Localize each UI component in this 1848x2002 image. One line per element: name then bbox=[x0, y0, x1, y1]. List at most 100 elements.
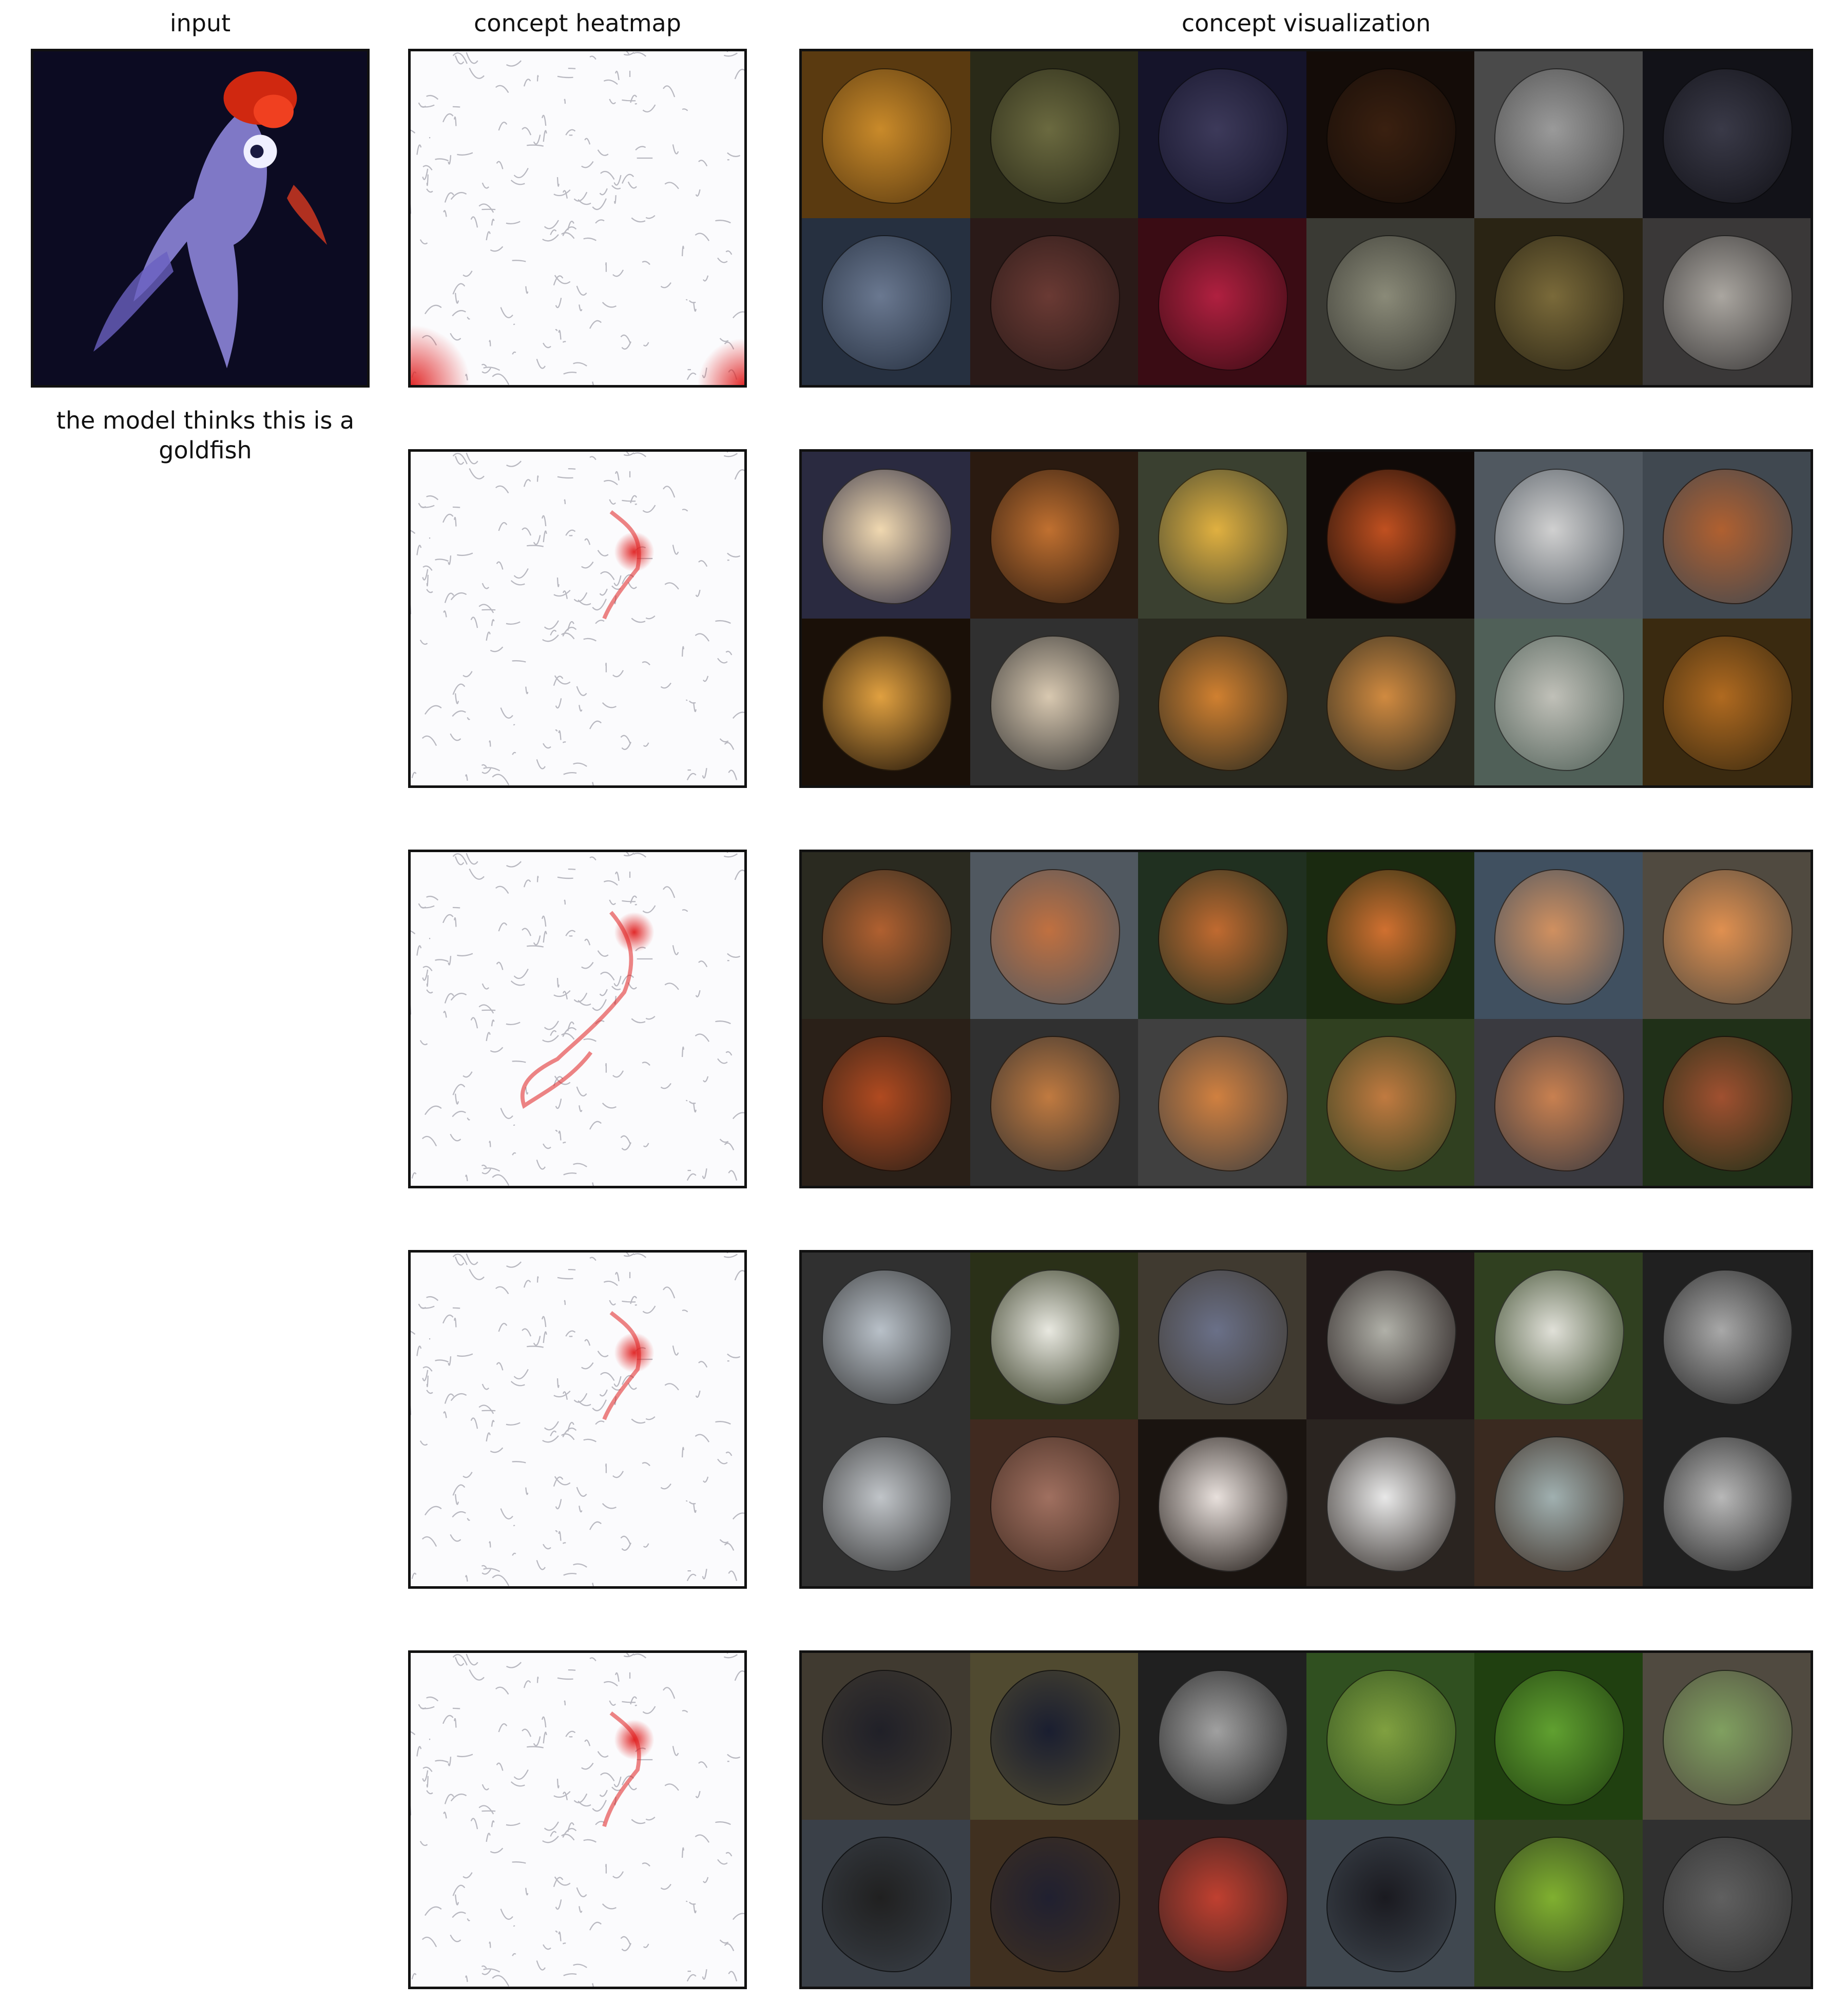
visualization-tile bbox=[802, 218, 970, 385]
visualization-tile bbox=[802, 1019, 970, 1186]
concept-region bbox=[1158, 1669, 1288, 1805]
visualization-tile bbox=[1474, 218, 1643, 385]
visualization-tile bbox=[1138, 1019, 1306, 1186]
visualization-tile bbox=[1642, 218, 1811, 385]
concept-region bbox=[1326, 468, 1456, 604]
visualization-tile bbox=[1642, 1419, 1811, 1586]
visualization-tile bbox=[1474, 51, 1643, 218]
visualization-tile bbox=[1306, 1419, 1474, 1586]
visualization-tile bbox=[1642, 1653, 1811, 1820]
concept-region bbox=[1326, 1269, 1456, 1405]
concept-region bbox=[1326, 68, 1456, 204]
concept-region bbox=[1662, 1669, 1793, 1805]
concept-region bbox=[990, 1669, 1120, 1805]
heatmap-header: concept heatmap bbox=[474, 9, 681, 37]
concept-region bbox=[1158, 869, 1288, 1005]
visualization-tile bbox=[1306, 1253, 1474, 1419]
visualization-tile bbox=[802, 1419, 970, 1586]
concept-region bbox=[822, 635, 952, 771]
concept-region bbox=[1158, 235, 1288, 371]
visualization-tile bbox=[1642, 452, 1811, 619]
concept-region bbox=[1494, 869, 1625, 1005]
concept-region bbox=[990, 1035, 1120, 1171]
concept-region bbox=[1662, 235, 1793, 371]
input-header: input bbox=[169, 9, 231, 37]
visualization-tile bbox=[970, 452, 1138, 619]
visualization-tile bbox=[1138, 1653, 1306, 1820]
concept-region bbox=[1494, 235, 1625, 371]
visualization-tile bbox=[802, 1653, 970, 1820]
concept-heatmap-2 bbox=[408, 449, 747, 788]
visualization-tile bbox=[1642, 619, 1811, 785]
visualization-tile bbox=[1474, 1419, 1643, 1586]
concept-region bbox=[1662, 869, 1793, 1005]
visualization-tile bbox=[1642, 1019, 1811, 1186]
concept-heatmap-5 bbox=[408, 1650, 747, 1989]
visualization-tile bbox=[1642, 852, 1811, 1019]
visualization-tile bbox=[970, 852, 1138, 1019]
visualization-tile bbox=[1474, 452, 1643, 619]
concept-region bbox=[1158, 635, 1288, 771]
concept-region bbox=[1158, 1035, 1288, 1171]
concept-region bbox=[822, 235, 952, 371]
concept-region bbox=[1326, 1436, 1456, 1572]
concept-region bbox=[1494, 68, 1625, 204]
concept-region bbox=[1326, 635, 1456, 771]
concept-visualization-5 bbox=[799, 1650, 1813, 1989]
concept-region bbox=[1494, 1035, 1625, 1171]
concept-region bbox=[990, 635, 1120, 771]
concept-region bbox=[1158, 1269, 1288, 1405]
visualization-tile bbox=[802, 852, 970, 1019]
concept-region bbox=[822, 1436, 952, 1572]
concept-region bbox=[1662, 468, 1793, 604]
visualization-tile bbox=[802, 452, 970, 619]
concept-region bbox=[1326, 869, 1456, 1005]
concept-region bbox=[1494, 1436, 1625, 1572]
visualization-tile bbox=[1642, 1253, 1811, 1419]
concept-region bbox=[822, 869, 952, 1005]
visualization-tile bbox=[1474, 1820, 1643, 1987]
concept-region bbox=[1494, 1669, 1625, 1805]
concept-heatmap-4 bbox=[408, 1250, 747, 1589]
concept-region bbox=[1326, 1836, 1456, 1972]
concept-region bbox=[1326, 1669, 1456, 1805]
visualization-tile bbox=[970, 1653, 1138, 1820]
visualization-tile bbox=[1474, 1653, 1643, 1820]
prediction-caption: the model thinks this is a goldfish bbox=[56, 407, 355, 464]
concept-region bbox=[1494, 468, 1625, 604]
concept-region bbox=[1494, 1269, 1625, 1405]
visualization-tile bbox=[970, 1419, 1138, 1586]
visualization-tile bbox=[970, 1820, 1138, 1987]
visualization-tile bbox=[970, 218, 1138, 385]
concept-region bbox=[1662, 68, 1793, 204]
concept-region bbox=[822, 468, 952, 604]
concept-region bbox=[1494, 1836, 1625, 1972]
visualization-tile bbox=[1306, 452, 1474, 619]
visualization-tile bbox=[1138, 51, 1306, 218]
concept-heatmap-1 bbox=[408, 49, 747, 388]
visualization-header: concept visualization bbox=[1181, 9, 1431, 37]
concept-region bbox=[822, 1269, 952, 1405]
concept-region bbox=[1662, 635, 1793, 771]
visualization-tile bbox=[1306, 1820, 1474, 1987]
input-image bbox=[31, 49, 370, 388]
concept-region bbox=[822, 1035, 952, 1171]
visualization-tile bbox=[1138, 852, 1306, 1019]
visualization-tile bbox=[1306, 852, 1474, 1019]
visualization-tile bbox=[970, 1253, 1138, 1419]
visualization-tile bbox=[1474, 619, 1643, 785]
visualization-tile bbox=[802, 619, 970, 785]
visualization-tile bbox=[1138, 619, 1306, 785]
concept-region bbox=[990, 869, 1120, 1005]
visualization-tile bbox=[1138, 1820, 1306, 1987]
concept-region bbox=[990, 1436, 1120, 1572]
visualization-tile bbox=[1138, 452, 1306, 619]
concept-visualization-4 bbox=[799, 1250, 1813, 1589]
visualization-tile bbox=[970, 619, 1138, 785]
visualization-tile bbox=[802, 51, 970, 218]
visualization-tile bbox=[802, 1253, 970, 1419]
visualization-tile bbox=[1138, 1253, 1306, 1419]
concept-region bbox=[822, 68, 952, 204]
concept-region bbox=[1662, 1035, 1793, 1171]
concept-region bbox=[990, 235, 1120, 371]
